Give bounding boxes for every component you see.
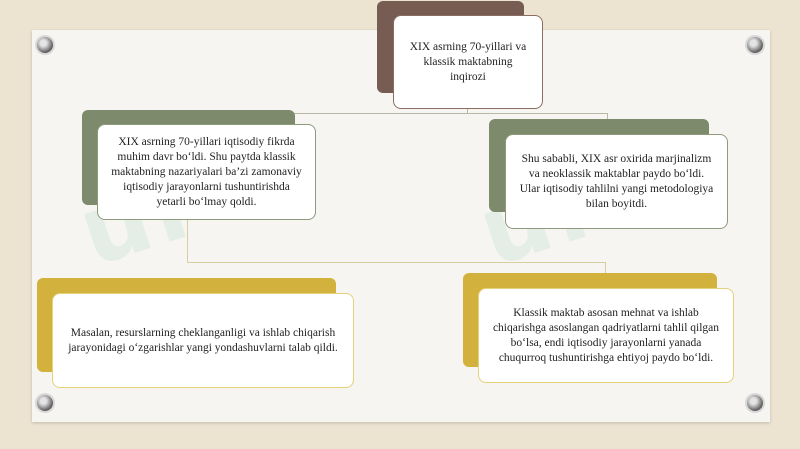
mid-right-node-card: Shu sababli, XIX asr oxirida marjinalizm… xyxy=(505,134,728,229)
pin-bottom-left xyxy=(37,395,53,411)
bottom-right-node-card: Klassik maktab asosan mehnat va ishlab c… xyxy=(478,288,734,383)
mid-right-node-text: Shu sababli, XIX asr oxirida marjinalizm… xyxy=(519,152,714,210)
connector-bottom-horizontal xyxy=(187,262,606,263)
top-node-card: XIX asrning 70-yillari va klassik maktab… xyxy=(393,15,543,109)
connector-mid-stem xyxy=(187,220,188,262)
pin-bottom-right xyxy=(747,395,763,411)
connector-top-stem xyxy=(467,106,468,114)
bottom-right-node-text: Klassik maktab asosan mehnat va ishlab c… xyxy=(492,306,720,364)
bottom-left-node-card: Masalan, resurslarning cheklanganligi va… xyxy=(52,293,354,388)
pin-top-left xyxy=(37,37,53,53)
pin-top-right xyxy=(747,37,763,53)
mid-left-node-text: XIX asrning 70-yillari iqtisodiy fikrda … xyxy=(111,135,302,208)
connector-top-horizontal xyxy=(191,113,608,114)
top-node-text: XIX asrning 70-yillari va klassik maktab… xyxy=(409,40,527,83)
bottom-left-node-text: Masalan, resurslarning cheklanganligi va… xyxy=(68,326,338,354)
connector-bottom-right-drop xyxy=(605,262,606,274)
mid-left-node-card: XIX asrning 70-yillari iqtisodiy fikrda … xyxy=(97,124,316,220)
connector-top-right-drop xyxy=(607,113,608,121)
